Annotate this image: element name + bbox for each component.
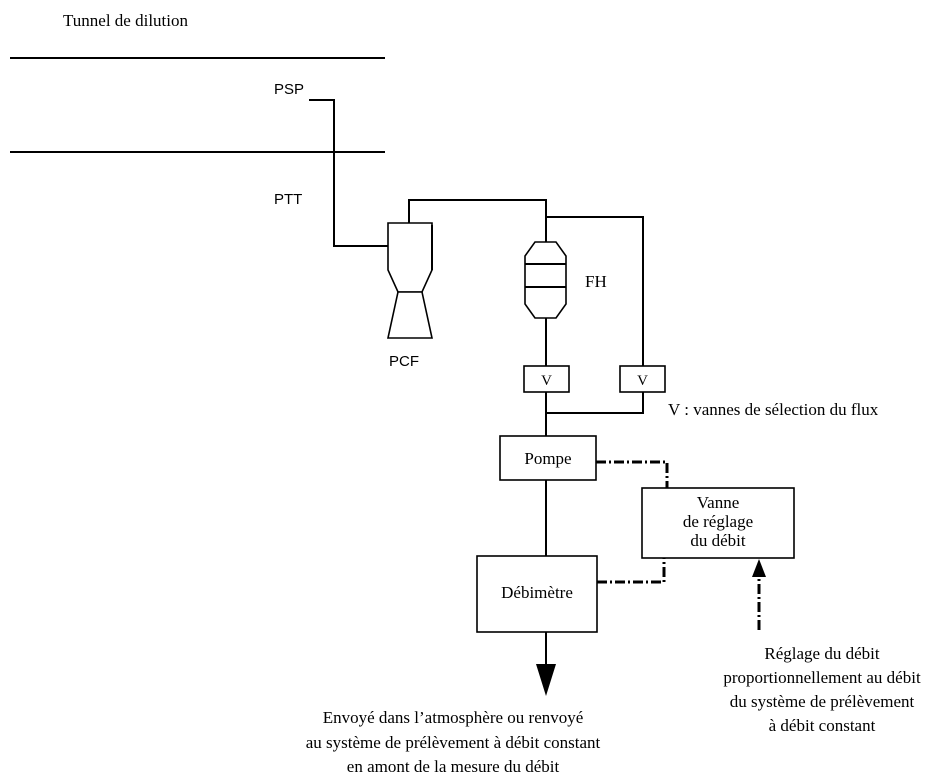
exhaust-note-line-3: en amont de la mesure du débit <box>347 757 560 776</box>
valve-left <box>523 365 570 393</box>
valve-right-outlet <box>546 392 644 414</box>
bypass-pipe <box>546 216 644 366</box>
fh-label: FH <box>585 272 607 291</box>
flow-valve-line-3: du débit <box>690 531 746 550</box>
ptt-label: PTT <box>274 191 302 208</box>
flowmeter-label: Débimètre <box>501 583 573 602</box>
pump-label: Pompe <box>524 449 571 468</box>
flowmeter-box <box>476 555 598 633</box>
pump-box <box>499 435 597 481</box>
tunnel-title: Tunnel de dilution <box>63 11 188 30</box>
flowmeter-control-signal <box>597 558 666 584</box>
valve-right-label: V <box>637 373 648 389</box>
flow-control-valve-box <box>641 487 795 559</box>
filter-holder-fh <box>524 241 567 319</box>
pcf-label: PCF <box>389 353 419 370</box>
psp-label: PSP <box>274 81 304 98</box>
exhaust-note-line-2: au système de prélèvement à débit consta… <box>306 733 601 752</box>
preclassifier-pcf <box>387 222 433 339</box>
flow-valve-line-2: de réglage <box>683 512 753 531</box>
pump-control-signal <box>596 460 669 488</box>
adjust-note-line-1: Réglage du débit <box>764 644 879 663</box>
probe-transfer-tube <box>309 99 388 247</box>
adjust-note-line-2: proportionnellement au débit <box>723 668 921 687</box>
flow-valve-line-1: Vanne <box>697 493 739 512</box>
exhaust-arrow <box>536 664 556 696</box>
setpoint-arrow-head <box>752 559 766 577</box>
adjust-note-line-4: à débit constant <box>769 716 876 735</box>
valve-left-label: V <box>541 373 552 389</box>
adjust-note-line-3: du système de prélèvement <box>730 692 915 711</box>
top-manifold-pipe <box>408 199 547 242</box>
exhaust-note-line-1: Envoyé dans l’atmosphère ou renvoyé <box>323 708 584 727</box>
valve-legend: V : vannes de sélection du flux <box>668 400 879 419</box>
